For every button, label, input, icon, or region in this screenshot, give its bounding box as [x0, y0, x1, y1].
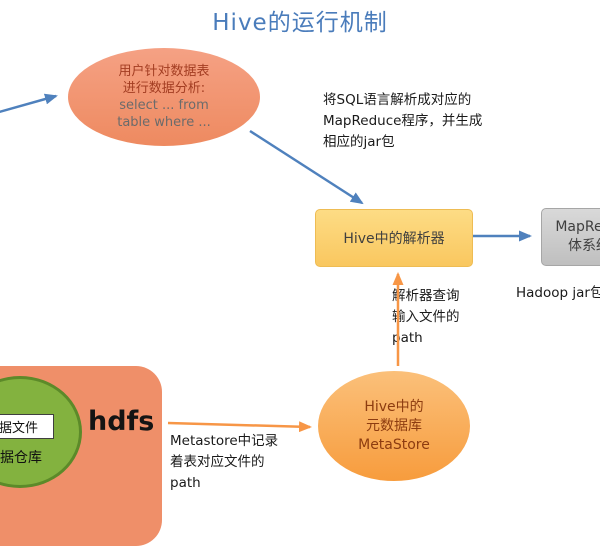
annotation-line: 解析器查询 [392, 288, 460, 304]
annotation-parser-query-path: 解析器查询 输入文件的 path [392, 286, 460, 349]
page-title: Hive的运行机制 [212, 10, 388, 36]
node-mapreduce: MapReduce 体系结构 [541, 208, 600, 266]
user-query-sql-line: select ... from [119, 98, 209, 113]
annotation-line: MapReduce程序，并生成 [323, 112, 483, 129]
annotation-line: 着表对应文件的 [170, 453, 265, 470]
arrow-incoming-to-user-query [0, 93, 58, 114]
annotation-line: Metastore中记录 [170, 433, 279, 449]
metastore-line: MetaStore [358, 436, 430, 453]
user-query-sql-line: table where ... [117, 115, 211, 130]
data-warehouse-label: 数据仓库 [0, 450, 42, 466]
annotation-line: path [392, 329, 423, 346]
user-query-line: 用户针对数据表 [118, 64, 210, 79]
hive-parser-label: Hive中的解析器 [343, 231, 445, 247]
annotation-line: 相应的jar包 [323, 133, 395, 150]
annotation-line: 输入文件的 [392, 308, 460, 325]
metastore-line: Hive中的 [364, 398, 424, 415]
mapreduce-line: 体系结构 [568, 238, 600, 254]
data-file-label: 数据文件 [0, 421, 38, 436]
node-user-query: 用户针对数据表 进行数据分析: select ... from table wh… [68, 48, 260, 146]
annotation-metastore-record: Metastore中记录 着表对应文件的 path [170, 431, 278, 494]
arrow-hdfs-to-metastore [167, 421, 312, 433]
user-query-line: 进行数据分析: [122, 81, 206, 96]
annotation-line: 将SQL语言解析成对应的 [323, 92, 472, 108]
annotation-hadoop-jar: Hadoop jar包 [516, 285, 600, 301]
hdfs-label: hdfs [88, 406, 155, 437]
node-hive-parser: Hive中的解析器 [315, 209, 473, 267]
metastore-line: 元数据库 [366, 417, 422, 434]
data-file-label-box: 数据文件 [0, 414, 54, 439]
mapreduce-line: MapReduce [555, 219, 600, 235]
annotation-line: path [170, 474, 201, 491]
node-metastore: Hive中的 元数据库 MetaStore [318, 371, 470, 481]
annotation-sql-parse: 将SQL语言解析成对应的 MapReduce程序，并生成 相应的jar包 [323, 90, 548, 153]
